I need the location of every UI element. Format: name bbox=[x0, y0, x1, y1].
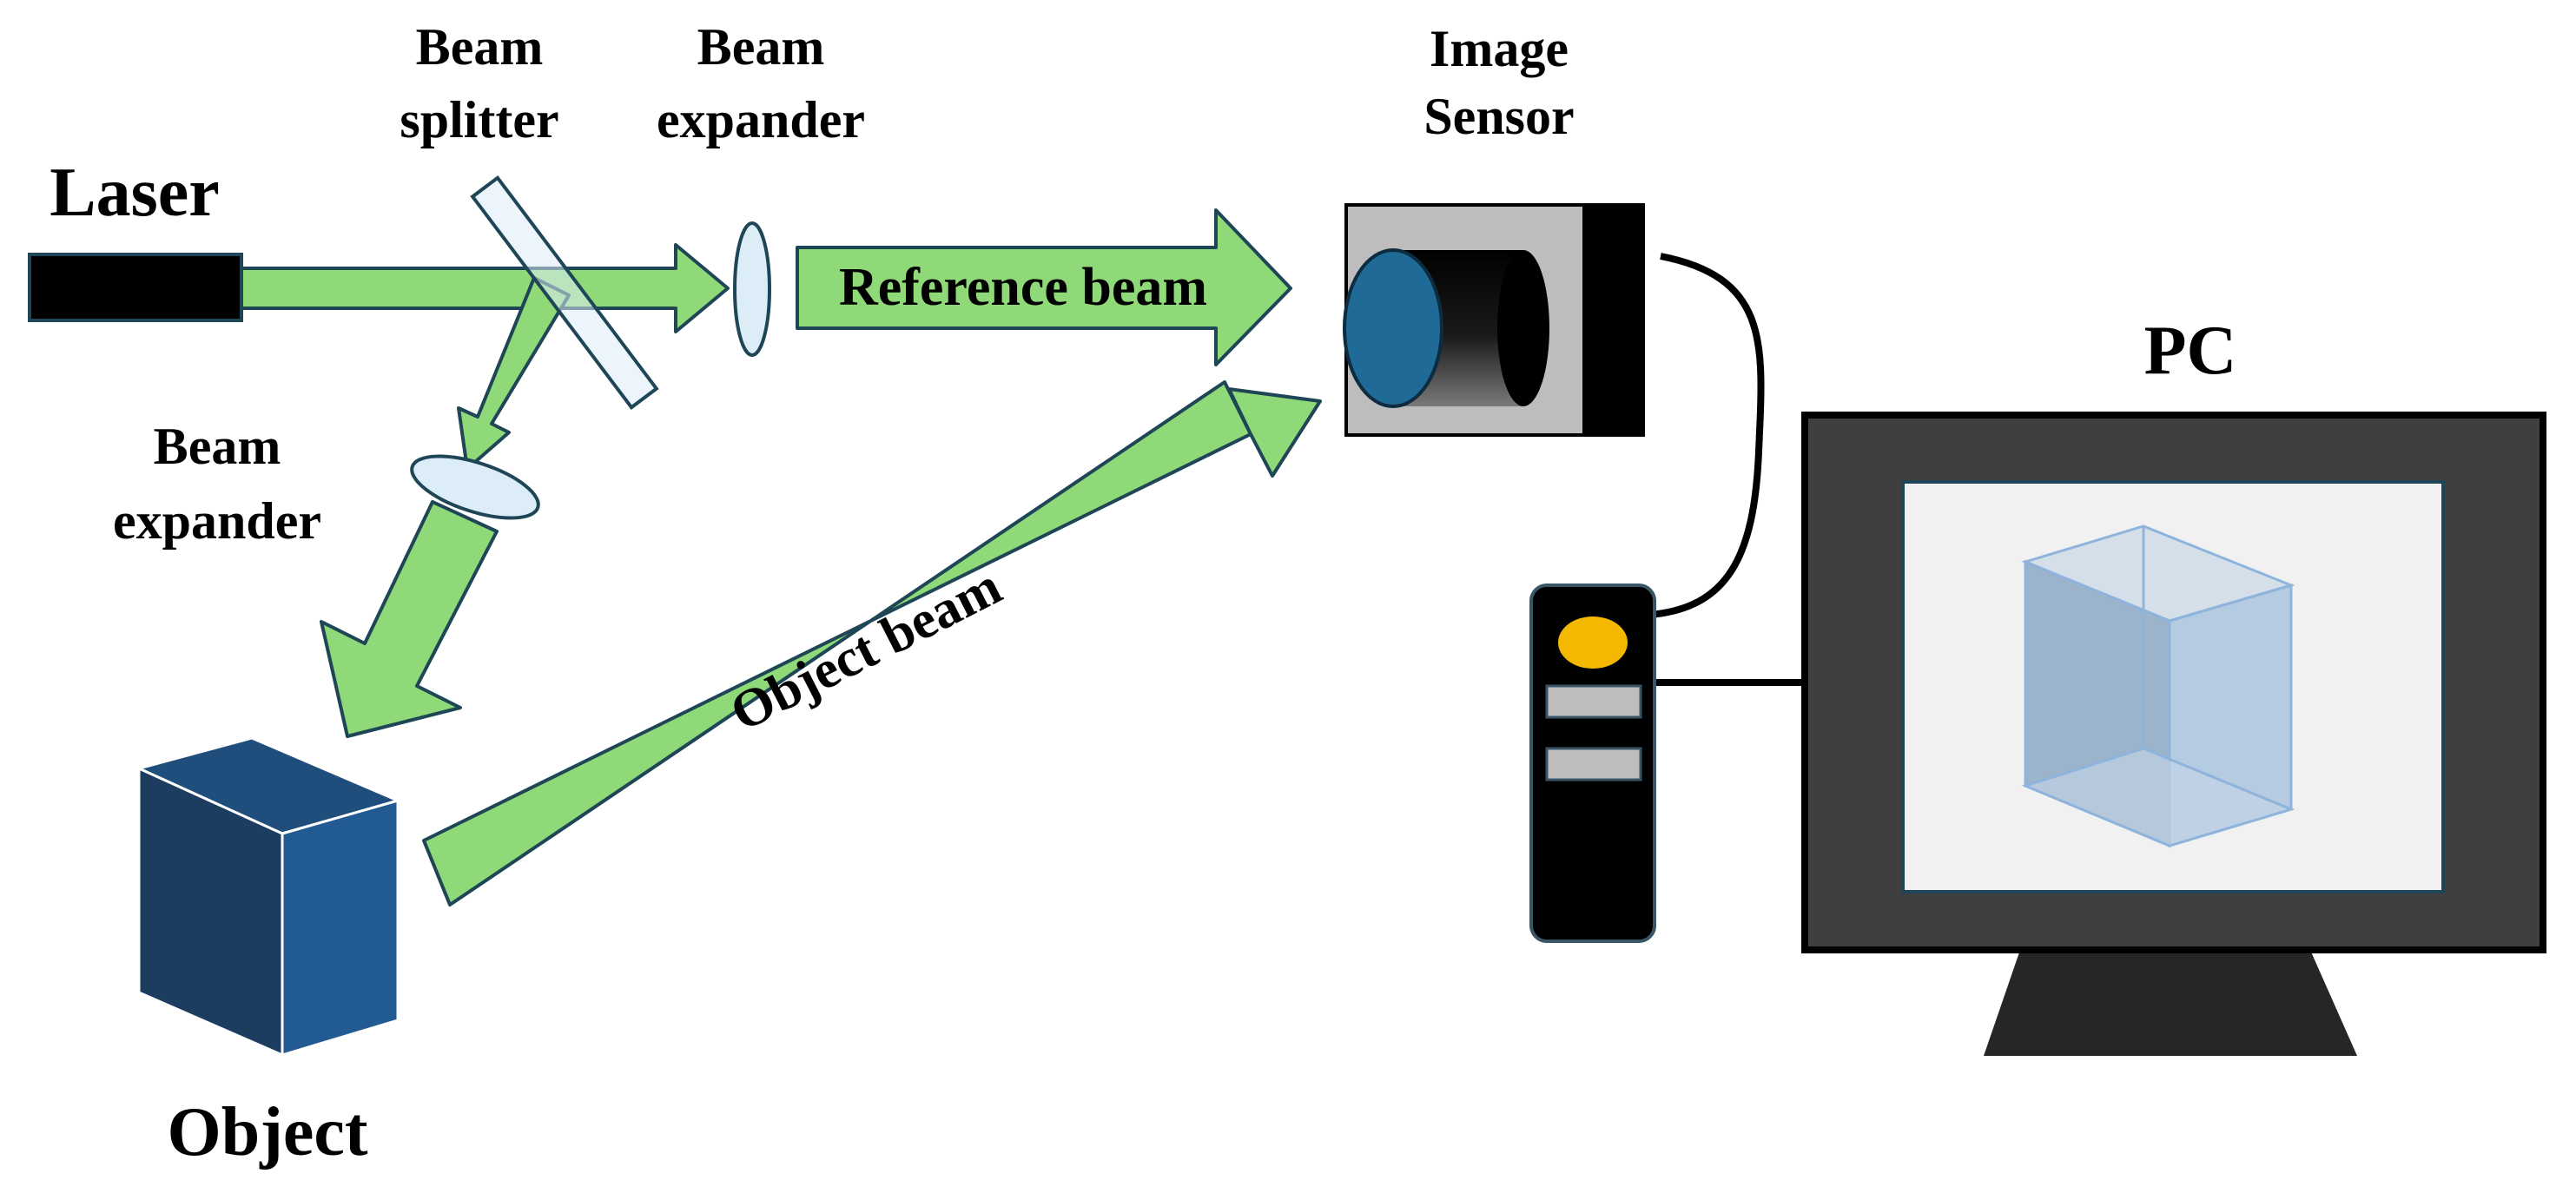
laser-beam-arrow bbox=[240, 243, 730, 333]
power-button bbox=[1558, 616, 1628, 669]
camera-cable bbox=[1649, 253, 1765, 618]
drive-bay-2 bbox=[1545, 747, 1642, 781]
beam-expander-top-label-line2: expander bbox=[657, 91, 865, 148]
reference-beam-label: Reference beam bbox=[839, 258, 1207, 317]
object-cube bbox=[135, 736, 402, 1058]
beam-expander-left-lens bbox=[410, 454, 540, 520]
beam-expander-left-label-line2: expander bbox=[113, 492, 321, 550]
monitor-stand bbox=[1984, 950, 2357, 1056]
laser-device bbox=[28, 253, 243, 322]
reference-beam-arrow bbox=[796, 208, 1292, 366]
beam-expander-top-label-line1: Beam bbox=[697, 18, 825, 76]
beam-splitter-plate bbox=[470, 175, 659, 411]
reconstructed-cube bbox=[2021, 524, 2295, 848]
object-beam-label: Object beam bbox=[722, 557, 1011, 743]
computer-tower bbox=[1529, 584, 1656, 943]
beam-splitter-label-line2: splitter bbox=[400, 91, 558, 148]
camera-lens bbox=[1343, 248, 1443, 408]
beam-expander-left-label-line1: Beam bbox=[154, 418, 281, 475]
laser-label: Laser bbox=[50, 155, 220, 231]
beam-expander-top-lens bbox=[733, 221, 771, 357]
object-beam-arrow bbox=[422, 380, 1322, 907]
drive-bay-1 bbox=[1545, 684, 1642, 719]
image-sensor-camera bbox=[1343, 203, 1645, 437]
split-beam-arrow bbox=[457, 276, 571, 471]
illumination-beam-arrow bbox=[320, 500, 499, 738]
beam-splitter-label-line1: Beam bbox=[416, 18, 544, 76]
object-label: Object bbox=[167, 1094, 367, 1170]
image-sensor-label-line2: Sensor bbox=[1423, 88, 1574, 145]
image-sensor-label-line1: Image bbox=[1430, 20, 1569, 77]
pc-label: PC bbox=[2144, 313, 2237, 389]
